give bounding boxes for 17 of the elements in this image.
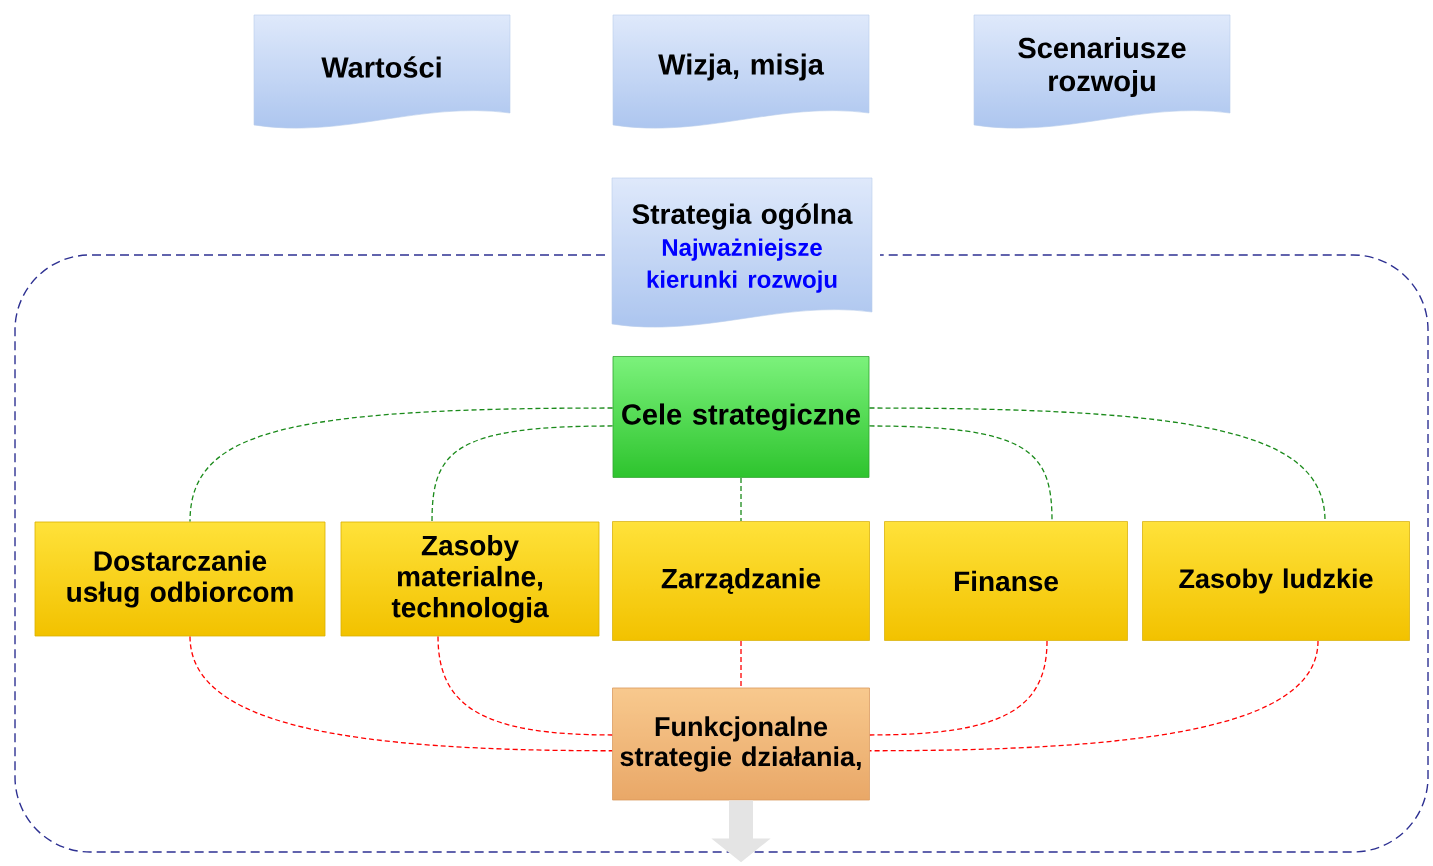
connector [740,477,742,522]
connector [868,407,1326,522]
connector [868,425,1053,522]
process-box: Zarządzanie [612,521,870,641]
connector [189,407,614,523]
connector [740,640,742,689]
connector [869,640,1048,736]
process-box: Cele strategiczne [612,356,870,478]
process-box: Funkcjonalne strategie działania, [612,687,870,801]
process-box: Zasoby materialne, technologia [340,521,600,637]
connector [869,640,1319,752]
connector [189,635,613,752]
connector [437,635,613,736]
connector [431,425,614,523]
process-box: Dostarczanie usług odbiorcom [34,521,326,637]
process-box: Finanse [884,521,1128,641]
process-box: Zasoby ludzkie [1142,521,1410,641]
